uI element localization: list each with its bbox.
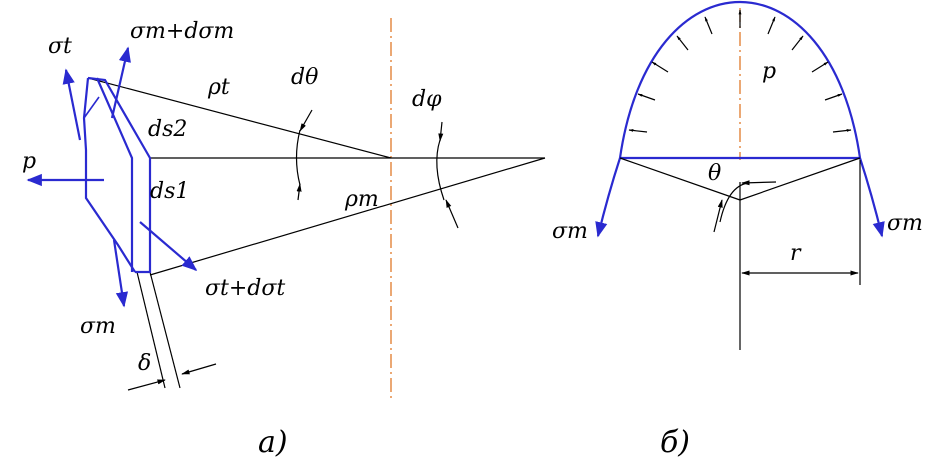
label-theta: θ	[708, 161, 721, 186]
theta-arc	[719, 182, 749, 223]
theta-line-left	[619, 157, 741, 201]
figure-b: p θ σm σm r б)	[552, 1, 923, 460]
d-phi-arrow-bottom	[445, 199, 459, 229]
label-delta: δ	[138, 351, 151, 376]
pressure-arrows	[628, 9, 852, 133]
shell-element	[82, 76, 152, 274]
sigma-m-arrow	[112, 239, 129, 308]
label-sigma-t: σt	[48, 34, 72, 59]
label-d-theta: dθ	[291, 65, 318, 90]
shell-mid-edge	[95, 77, 134, 272]
dome-shell	[618, 1, 862, 159]
sigma-t-arrow	[62, 68, 82, 141]
caption-b: б)	[660, 425, 690, 460]
label-p-b: p	[762, 59, 776, 84]
delta-ext-2	[149, 271, 181, 389]
delta-arrow-left	[127, 379, 166, 391]
d-theta-arrow-top	[299, 109, 313, 132]
sigma-m-right-arrow	[858, 157, 885, 238]
label-sigma-m-plus: σm+dσm	[130, 19, 234, 44]
d-theta-arrow-bottom	[296, 183, 302, 201]
caption-a: а)	[258, 425, 288, 460]
label-ds2: ds2	[148, 117, 187, 142]
label-rho-t: ρt	[207, 75, 230, 100]
label-rho-m: ρm	[344, 187, 379, 212]
shell-inner-edge	[87, 76, 152, 274]
shell-outer-edge	[82, 77, 136, 273]
sigma-m-plus-arrow	[110, 46, 131, 119]
theta-line-right	[739, 157, 861, 201]
delta-ext-1	[136, 271, 166, 389]
theta-arrow-right	[741, 180, 777, 186]
d-phi-arrow-top	[438, 121, 444, 142]
rho-m-line-lower	[149, 157, 546, 276]
label-r: r	[790, 241, 802, 266]
sigma-t-plus-arrow	[139, 221, 198, 272]
delta-arrow-right	[181, 363, 217, 375]
sigma-m-left-arrow	[595, 157, 622, 238]
label-d-phi: dφ	[412, 87, 442, 112]
label-sigma-m-a: σm	[80, 314, 116, 339]
label-sigma-m-left: σm	[552, 219, 588, 244]
label-sigma-t-plus: σt+dσt	[205, 276, 285, 301]
label-sigma-m-right: σm	[887, 211, 923, 236]
theta-arrow-left	[713, 199, 723, 233]
label-ds1: ds1	[150, 179, 189, 204]
rho-t-line-upper	[87, 77, 392, 159]
figure-a: σt σm+dσm ρt dθ dφ ds2 ds1 p ρm σt+dσt σ…	[22, 18, 546, 460]
label-p-a: p	[22, 149, 36, 174]
